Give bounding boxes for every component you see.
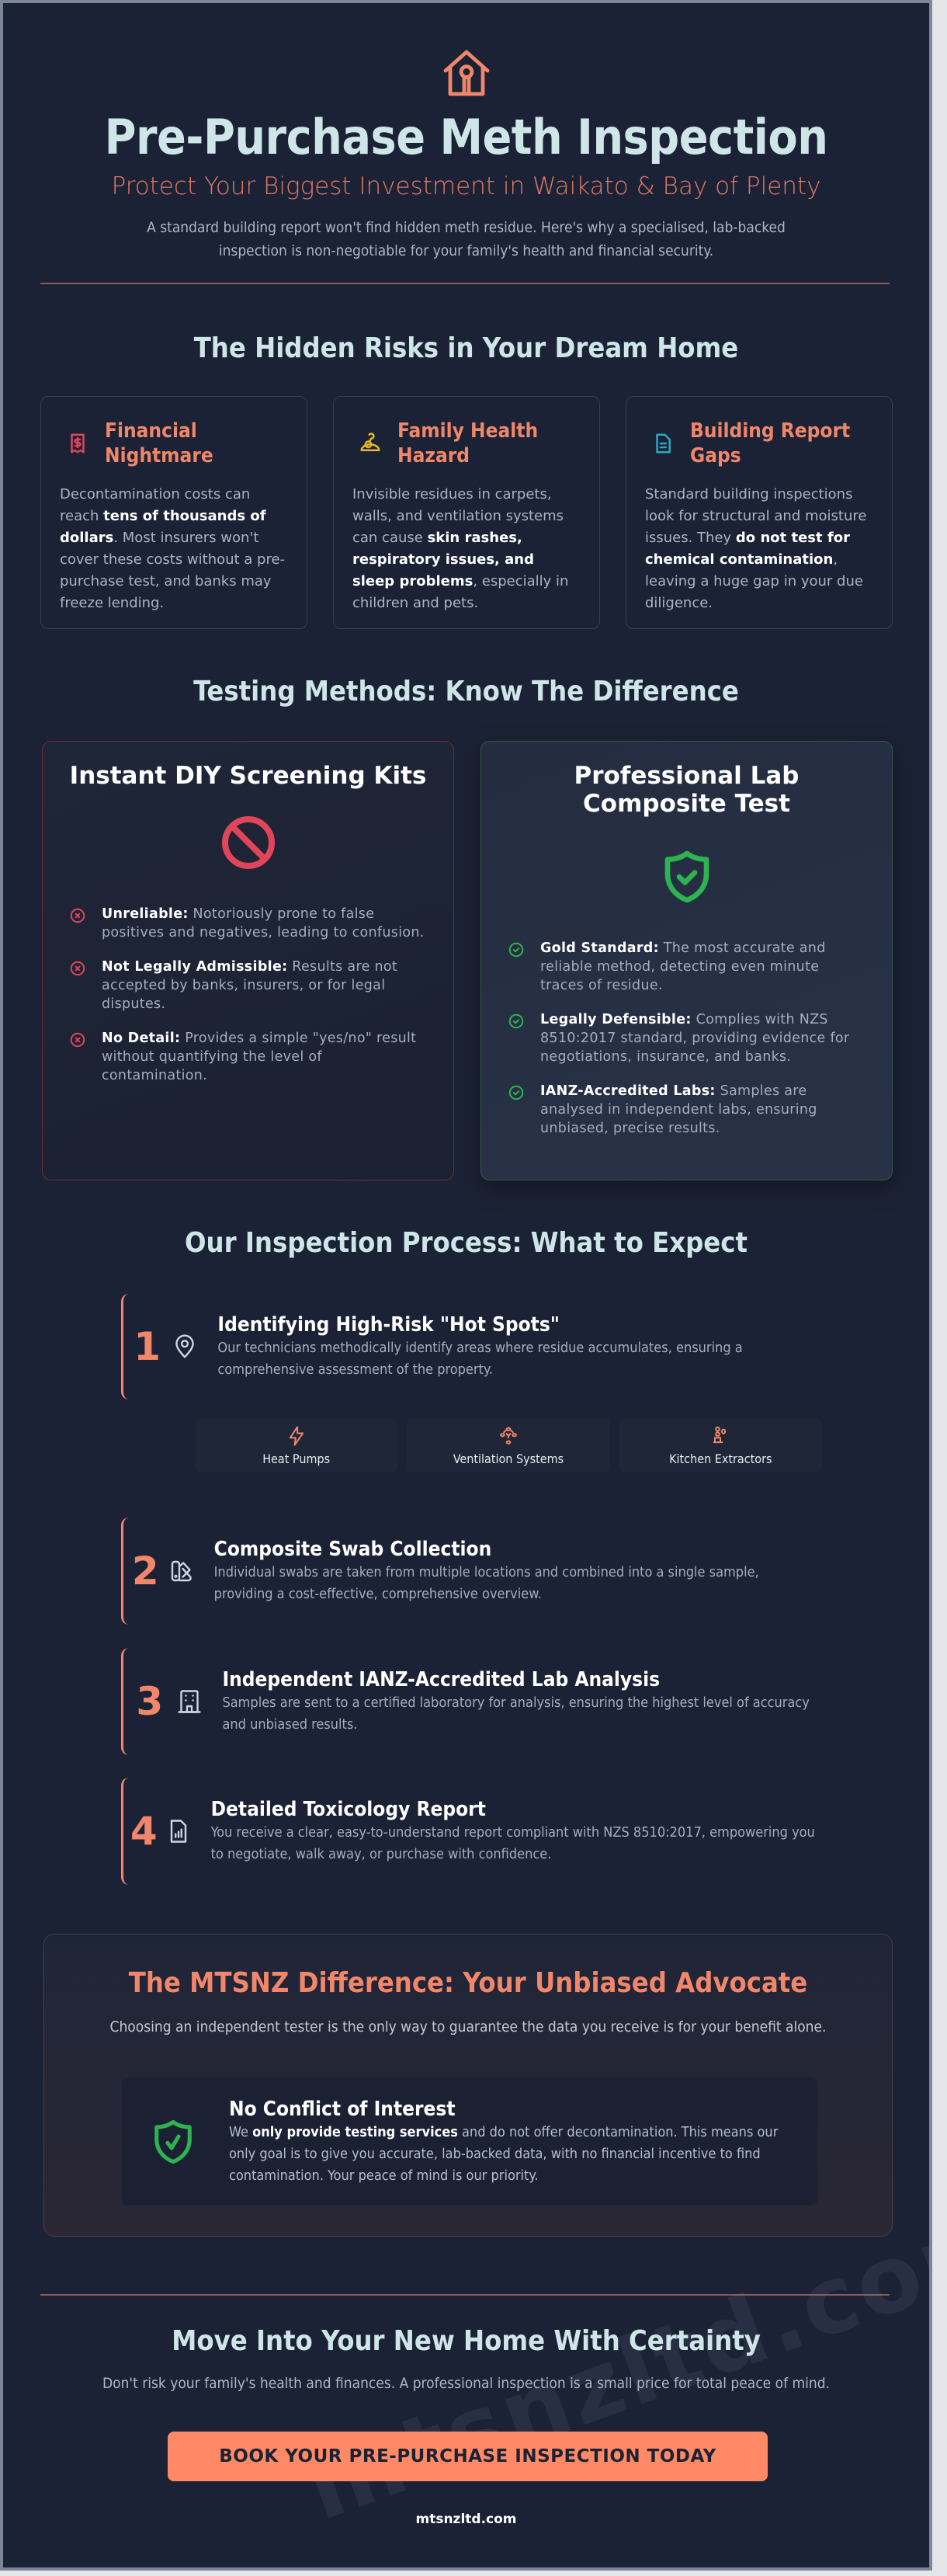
risk-card-financial: Financial Nightmare Decontamination cost… xyxy=(40,396,307,629)
lab-test-card: Professional Lab Composite Test Gold Sta… xyxy=(480,741,893,1180)
step-desc: Our technicians methodically identify ar… xyxy=(217,1340,743,1378)
x-circle-icon xyxy=(70,908,85,923)
hotspot-label: Kitchen Extractors xyxy=(669,1451,772,1466)
ventilation-network-icon xyxy=(500,1427,517,1444)
lab-item: IANZ-Accredited Labs: Samples are analys… xyxy=(508,1082,865,1138)
x-circle-icon xyxy=(70,1032,85,1048)
no-conflict-title: No Conflict of Interest xyxy=(229,2097,456,2121)
testing-heading: Testing Methods: Know The Difference xyxy=(193,676,739,707)
risk-title: Family Health Hazard xyxy=(397,419,539,468)
website-link[interactable]: mtsnzltd.com xyxy=(415,2512,517,2527)
step-number: 3 xyxy=(136,1679,164,1724)
mtsnz-difference: The MTSNZ Difference: Your Unbiased Advo… xyxy=(43,1934,893,2237)
divider xyxy=(40,283,890,284)
step-desc: Samples are sent to a certified laborato… xyxy=(222,1695,810,1733)
risk-cards: Financial Nightmare Decontamination cost… xyxy=(40,396,893,629)
comparison: Instant DIY Screening Kits Unreliable: N… xyxy=(42,741,893,1180)
step-title: Independent IANZ-Accredited Lab Analysis xyxy=(222,1668,661,1691)
closing-heading: Move Into Your New Home With Certainty xyxy=(172,2325,761,2357)
step-number: 4 xyxy=(130,1809,158,1854)
lightning-icon xyxy=(289,1425,304,1446)
check-circle-icon xyxy=(508,1085,524,1100)
lab-item: Gold Standard: The most accurate and rel… xyxy=(508,939,865,995)
shield-check-icon xyxy=(664,850,709,903)
watermark: mtsnzltd.com xyxy=(292,2184,932,2542)
file-chart-icon xyxy=(170,1820,186,1843)
divider xyxy=(40,2294,890,2296)
diy-item: No Detail: Provides a simple "yes/no" re… xyxy=(69,1029,427,1085)
process-heading: Our Inspection Process: What to Expect xyxy=(185,1227,748,1259)
hotspot-ventilation: Ventilation Systems xyxy=(407,1418,610,1472)
risks-heading: The Hidden Risks in Your Dream Home xyxy=(193,332,739,364)
step-title: Detailed Toxicology Report xyxy=(210,1798,486,1821)
hotspot-list: Heat Pumps Ventilation Systems Kitchen E… xyxy=(195,1418,822,1472)
page-subtitle: Protect Your Biggest Investment in Waika… xyxy=(111,172,821,200)
risk-card-health: Family Health Hazard Invisible residues … xyxy=(333,396,600,629)
no-conflict-text: We only provide testing services and do … xyxy=(229,2123,779,2184)
risk-text: Invisible residues in carpets, walls, an… xyxy=(352,486,569,611)
diy-title: Instant DIY Screening Kits xyxy=(69,762,427,790)
lab-item: Legally Defensible: Complies with NZS 85… xyxy=(508,1010,865,1066)
step-title: Identifying High-Risk "Hot Spots" xyxy=(217,1313,560,1337)
risk-title: Building Report Gaps xyxy=(690,419,851,468)
step-number: 2 xyxy=(131,1549,159,1594)
intro-text: A standard building report won't find hi… xyxy=(147,219,786,259)
lab-title: Professional Lab Composite Test xyxy=(574,762,800,818)
book-inspection-button[interactable]: BOOK YOUR PRE-PURCHASE INSPECTION TODAY xyxy=(168,2432,768,2481)
no-conflict-box: No Conflict of Interest We only provide … xyxy=(122,2077,817,2206)
kitchen-extractor-icon xyxy=(713,1426,727,1443)
biohazard-hand-icon xyxy=(360,433,380,451)
difference-lead: Choosing an independent tester is the on… xyxy=(109,2018,827,2035)
document-icon xyxy=(656,433,671,454)
process-step-3: 3 Independent IANZ-Accredited Lab Analys… xyxy=(121,1648,820,1755)
diy-kits-card: Instant DIY Screening Kits Unreliable: N… xyxy=(42,741,454,1180)
receipt-dollar-icon xyxy=(71,433,85,454)
house-keyhole-icon xyxy=(443,50,489,96)
difference-heading: The MTSNZ Difference: Your Unbiased Advo… xyxy=(128,1967,808,1999)
hotspot-kitchen: Kitchen Extractors xyxy=(619,1418,822,1472)
process-step-4: 4 Detailed Toxicology Report You receive… xyxy=(121,1778,820,1885)
check-circle-icon xyxy=(508,1013,524,1029)
hotspot-label: Heat Pumps xyxy=(262,1451,331,1466)
step-desc: You receive a clear, easy-to-understand … xyxy=(210,1824,815,1862)
page-title: Pre-Purchase Meth Inspection xyxy=(104,109,828,165)
risk-title: Financial Nightmare xyxy=(105,419,213,468)
step-title: Composite Swab Collection xyxy=(213,1538,492,1561)
diy-item: Unreliable: Notoriously prone to false p… xyxy=(69,905,427,942)
shield-check-icon xyxy=(154,2119,192,2164)
diy-item: Not Legally Admissible: Results are not … xyxy=(69,958,427,1013)
hotspot-heat-pumps: Heat Pumps xyxy=(195,1418,398,1472)
check-circle-icon xyxy=(508,942,524,958)
map-pin-icon xyxy=(175,1334,195,1358)
prohibited-icon xyxy=(221,816,275,869)
step-number: 1 xyxy=(134,1324,161,1369)
closing-text: Don't risk your family's health and fina… xyxy=(102,2375,831,2392)
process-step-2: 2 Composite Swab Collection Individual s… xyxy=(121,1517,820,1625)
process-step-1: 1 Identifying High-Risk "Hot Spots" Our … xyxy=(121,1294,820,1399)
risk-text: Standard building inspections look for s… xyxy=(645,486,867,611)
swatch-book-icon xyxy=(171,1560,192,1582)
x-circle-icon xyxy=(70,961,85,976)
risk-text: Decontamination costs can reach tens of … xyxy=(60,486,286,611)
risk-card-report: Building Report Gaps Standard building i… xyxy=(626,396,893,629)
step-desc: Individual swabs are taken from multiple… xyxy=(213,1564,759,1602)
hotspot-label: Ventilation Systems xyxy=(453,1451,564,1466)
building-icon xyxy=(178,1690,202,1713)
